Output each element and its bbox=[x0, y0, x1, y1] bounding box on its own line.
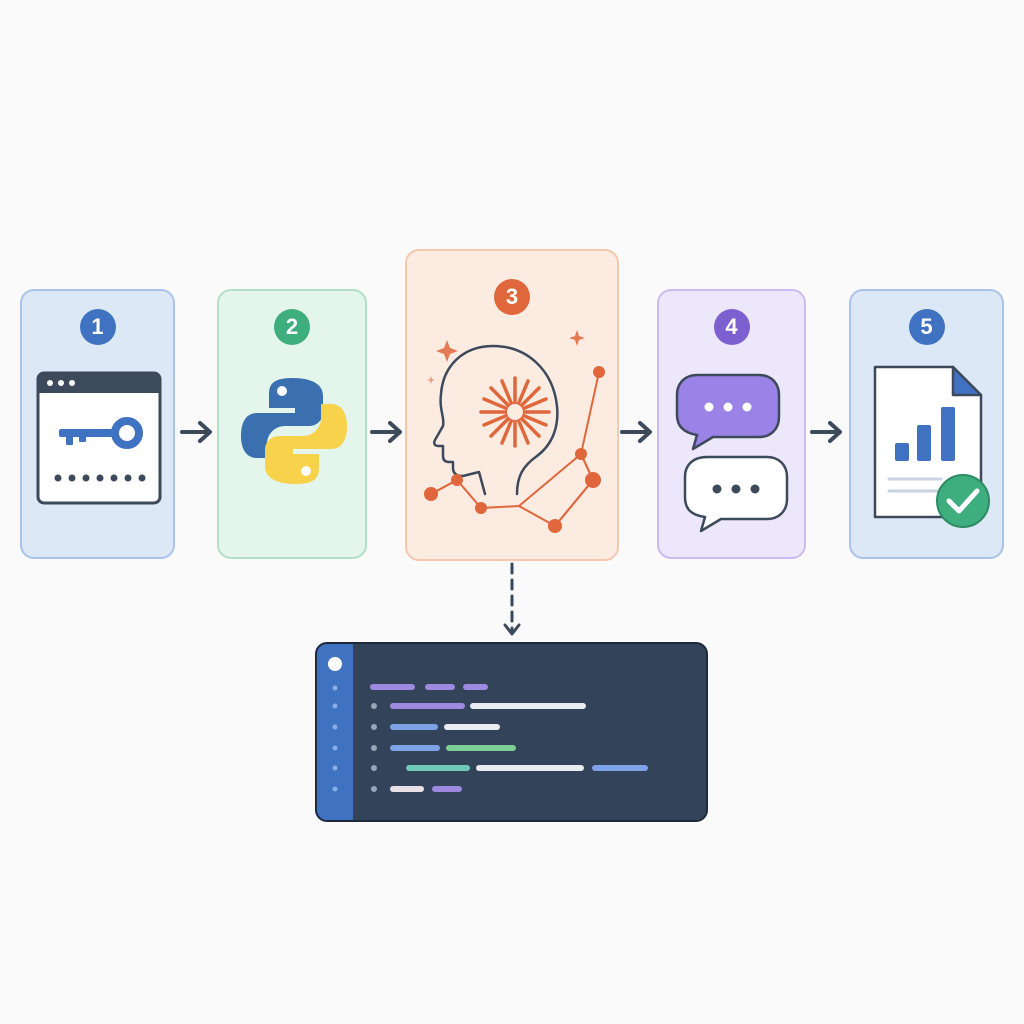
ai-head-icon bbox=[424, 330, 605, 533]
step-5-card: 5 bbox=[849, 289, 1004, 559]
step-1-badge: 1 bbox=[79, 309, 116, 345]
arrow-3-to-4 bbox=[620, 421, 652, 443]
step-2-card: 2 bbox=[217, 289, 367, 559]
arrow-4-to-5 bbox=[810, 421, 842, 443]
step-4-badge: 4 bbox=[713, 309, 750, 345]
code-editor-panel bbox=[315, 642, 708, 822]
step-4-card: 4 bbox=[657, 289, 806, 559]
code-editor-icon bbox=[328, 657, 648, 792]
step-3-badge: 3 bbox=[494, 279, 530, 315]
arrow-2-to-3 bbox=[370, 421, 402, 443]
browser-key-icon bbox=[36, 371, 162, 505]
arrow-1-to-2 bbox=[180, 421, 212, 443]
step-2-badge: 2 bbox=[274, 309, 310, 345]
step-5-badge: 5 bbox=[908, 309, 945, 345]
python-logo-icon bbox=[241, 378, 347, 484]
step-1-card: 1 bbox=[20, 289, 175, 559]
dashed-arrow-to-code bbox=[503, 562, 521, 636]
chat-bubbles-icon bbox=[675, 373, 789, 533]
report-check-icon bbox=[873, 365, 990, 528]
step-3-card: 3 bbox=[405, 249, 619, 561]
